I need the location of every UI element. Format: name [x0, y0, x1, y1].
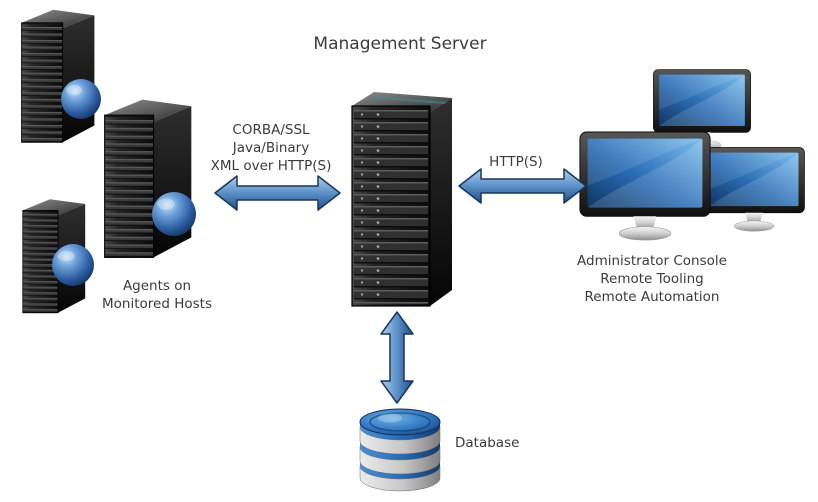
- agent-tower-icon: [21, 9, 95, 143]
- monitor-icon: [703, 147, 805, 232]
- protocol-line: CORBA/SSL: [232, 122, 310, 138]
- agent-hosts-group: [21, 9, 196, 314]
- console-label: Administrator Console Remote Tooling Rem…: [552, 252, 752, 306]
- agent-sphere-icon: [52, 244, 94, 286]
- monitor-icon: [579, 131, 711, 241]
- protocol-label-server-console: HTTP(S): [489, 154, 543, 170]
- database-icon: [359, 408, 441, 492]
- agent-sphere-icon: [152, 192, 196, 236]
- console-label-line: Remote Tooling: [600, 271, 704, 287]
- server-database-arrow-icon: [380, 311, 414, 404]
- console-monitors-group: [579, 69, 805, 241]
- server-console-arrow-icon: [458, 168, 587, 204]
- diagram-title: Management Server: [313, 34, 487, 54]
- database-label: Database: [455, 435, 520, 451]
- protocol-line: XML over HTTP(S): [210, 158, 332, 174]
- agents-label: Agents on Monitored Hosts: [72, 277, 242, 313]
- protocol-label-agents-server: CORBA/SSL Java/Binary XML over HTTP(S): [190, 121, 352, 175]
- console-label-line: Remote Automation: [584, 289, 720, 305]
- agents-label-line: Monitored Hosts: [102, 296, 212, 312]
- agents-server-arrow-icon: [214, 175, 341, 211]
- agent-sphere-icon: [61, 79, 101, 119]
- console-label-line: Administrator Console: [577, 253, 727, 269]
- protocol-line: Java/Binary: [232, 140, 310, 156]
- agents-label-line: Agents on: [122, 278, 192, 294]
- management-server-icon: [351, 92, 452, 307]
